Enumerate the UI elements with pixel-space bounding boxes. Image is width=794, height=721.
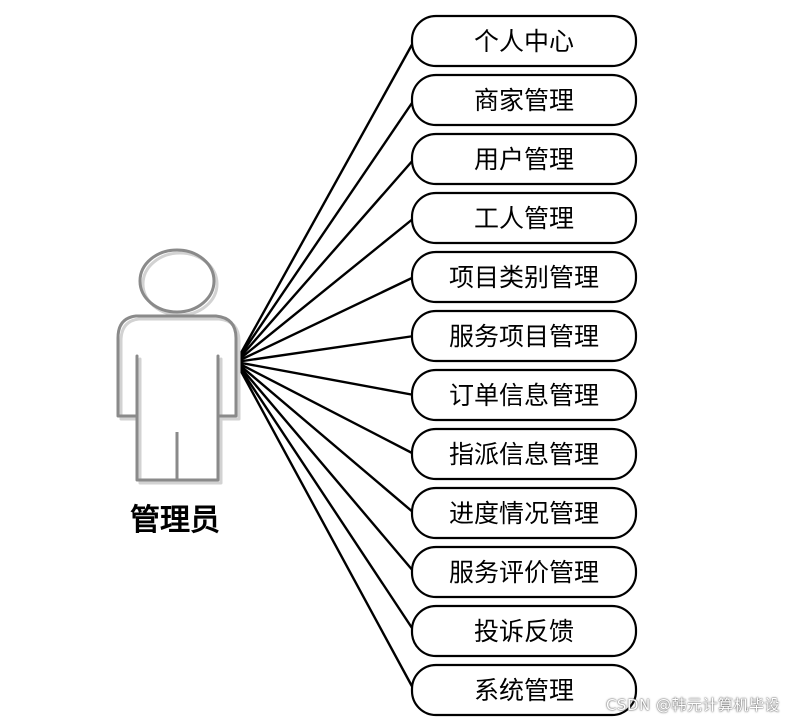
use-case-label: 个人中心: [474, 27, 574, 56]
use-case-box: [410, 486, 638, 540]
use-case-label: 投诉反馈: [474, 617, 574, 646]
use-case: 进度情况管理: [410, 486, 638, 540]
use-case-list: 个人中心商家管理用户管理工人管理项目类别管理服务项目管理订单信息管理指派信息管理…: [410, 14, 638, 717]
use-case: 服务项目管理: [410, 309, 638, 363]
use-case: 投诉反馈: [410, 604, 638, 658]
association-line: [235, 158, 415, 363]
use-case: 系统管理: [410, 663, 638, 717]
actor-figure: 管理员: [116, 248, 241, 538]
use-case-box: [410, 309, 638, 363]
use-case: 用户管理: [410, 132, 638, 186]
use-case-box: [410, 604, 638, 658]
use-case: 指派信息管理: [410, 427, 638, 481]
use-case-box: [410, 368, 638, 422]
association-line: [235, 361, 415, 514]
use-case-box: [410, 73, 638, 127]
actor-head: [138, 248, 216, 314]
association-line: [234, 361, 416, 632]
use-case-label: 进度情况管理: [449, 499, 599, 528]
use-case: 服务评价管理: [410, 545, 638, 599]
watermark: CSDN @韩元计算机毕设: [605, 696, 780, 714]
use-case-box: [410, 132, 638, 186]
use-case-box: [410, 545, 638, 599]
use-case-label: 商家管理: [474, 86, 574, 115]
association-line: [235, 99, 415, 363]
association-line: [235, 360, 415, 456]
use-case-box: [410, 427, 638, 481]
use-case-label: 服务评价管理: [449, 558, 599, 587]
association-line: [235, 275, 415, 364]
actor-name: 管理员: [130, 503, 220, 538]
use-case: 工人管理: [410, 191, 638, 245]
association-line: [234, 361, 416, 691]
use-case-label: 工人管理: [474, 204, 574, 233]
use-case-label: 用户管理: [474, 145, 574, 174]
association-line: [235, 217, 415, 363]
association-line: [235, 360, 415, 397]
use-case-label: 系统管理: [474, 676, 574, 705]
use-case: 项目类别管理: [410, 250, 638, 304]
association-line: [234, 40, 416, 363]
use-case: 个人中心: [410, 14, 638, 68]
use-case: 订单信息管理: [410, 368, 638, 422]
use-case-label: 指派信息管理: [449, 440, 599, 469]
use-case-box: [410, 14, 638, 68]
use-case: 商家管理: [410, 73, 638, 127]
use-case-label: 服务项目管理: [449, 322, 599, 351]
association-line: [235, 361, 415, 573]
association-lines: [234, 40, 416, 691]
use-case-box: [410, 250, 638, 304]
use-case-box: [410, 191, 638, 245]
actor-body: [116, 314, 238, 482]
use-case-label: 项目类别管理: [449, 263, 599, 292]
association-line: [235, 334, 415, 364]
use-case-label: 订单信息管理: [449, 381, 599, 410]
use-case-box: [410, 663, 638, 717]
